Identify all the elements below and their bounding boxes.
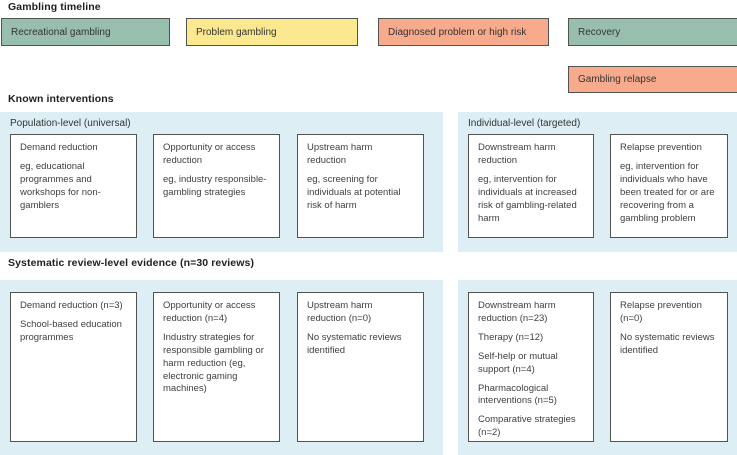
box-body: Therapy (n=12): [478, 331, 544, 343]
box-body: Pharmacological interventions (n=5): [478, 382, 557, 407]
box-title: Upstream harm reduction: [307, 142, 373, 166]
timeline-stage-recreational-gambling: Recreational gambling: [1, 18, 170, 46]
panel-population-evidence: Demand reduction (n=3) School-based educ…: [0, 280, 443, 455]
timeline-stage-diagnosed-problem: Diagnosed problem or high risk: [378, 18, 549, 46]
evidence-box-opportunity-reduction: Opportunity or access reduction (n=4) In…: [153, 292, 280, 442]
box-title: Opportunity or access reduction (n=4): [163, 300, 256, 324]
interventions-heading: Known interventions: [8, 93, 114, 105]
timeline-stage-recovery: Recovery: [568, 18, 737, 46]
evidence-box-downstream-harm-reduction: Downstream harm reduction (n=23) Therapy…: [468, 292, 594, 442]
panel-population-interventions: Population-level (universal) Demand redu…: [0, 112, 443, 252]
intervention-box-upstream-harm-reduction: Upstream harm reduction eg, screening fo…: [297, 134, 424, 238]
evidence-heading: Systematic review-level evidence (n=30 r…: [8, 257, 255, 269]
panel-population-label: Population-level (universal): [10, 118, 131, 129]
timeline-stage-gambling-relapse: Gambling relapse: [568, 66, 737, 93]
timeline-heading: Gambling timeline: [8, 1, 101, 13]
box-body: eg, intervention for individuals at incr…: [478, 173, 577, 224]
panel-individual-label: Individual-level (targeted): [468, 118, 581, 129]
box-body: Comparative strategies (n=2): [478, 414, 576, 439]
box-body: Self-help or mutual support (n=4): [478, 350, 558, 375]
box-title: Opportunity or access reduction: [163, 142, 256, 166]
box-title: Relapse prevention: [620, 142, 702, 153]
panel-individual-evidence: Downstream harm reduction (n=23) Therapy…: [458, 280, 737, 455]
evidence-box-demand-reduction: Demand reduction (n=3) School-based educ…: [10, 292, 137, 442]
evidence-box-relapse-prevention: Relapse prevention (n=0) No systematic r…: [610, 292, 728, 442]
intervention-box-downstream-harm-reduction: Downstream harm reduction eg, interventi…: [468, 134, 594, 238]
box-body: eg, screening for individuals at potenti…: [307, 173, 401, 211]
box-body: No systematic reviews identified: [620, 331, 715, 356]
box-body: eg, industry responsible-gambling strate…: [163, 173, 267, 198]
intervention-box-opportunity-reduction: Opportunity or access reduction eg, indu…: [153, 134, 280, 238]
timeline-stage-problem-gambling: Problem gambling: [186, 18, 358, 46]
box-body: No systematic reviews identified: [307, 331, 402, 356]
box-title: Downstream harm reduction (n=23): [478, 300, 556, 324]
intervention-box-relapse-prevention: Relapse prevention eg, intervention for …: [610, 134, 728, 238]
box-body: School-based education programmes: [20, 318, 122, 343]
intervention-box-demand-reduction: Demand reduction eg, educational program…: [10, 134, 137, 238]
box-body: eg, intervention for individuals who hav…: [620, 160, 715, 224]
box-title: Downstream harm reduction: [478, 142, 556, 166]
box-body: eg, educational programmes and workshops…: [20, 160, 101, 211]
box-title: Demand reduction: [20, 142, 98, 153]
box-title: Relapse prevention (n=0): [620, 300, 702, 324]
box-body: Industry strategies for responsible gamb…: [163, 331, 264, 395]
box-title: Demand reduction (n=3): [20, 300, 123, 311]
box-title: Upstream harm reduction (n=0): [307, 300, 373, 324]
evidence-box-upstream-harm-reduction: Upstream harm reduction (n=0) No systema…: [297, 292, 424, 442]
panel-individual-interventions: Individual-level (targeted) Downstream h…: [458, 112, 737, 252]
